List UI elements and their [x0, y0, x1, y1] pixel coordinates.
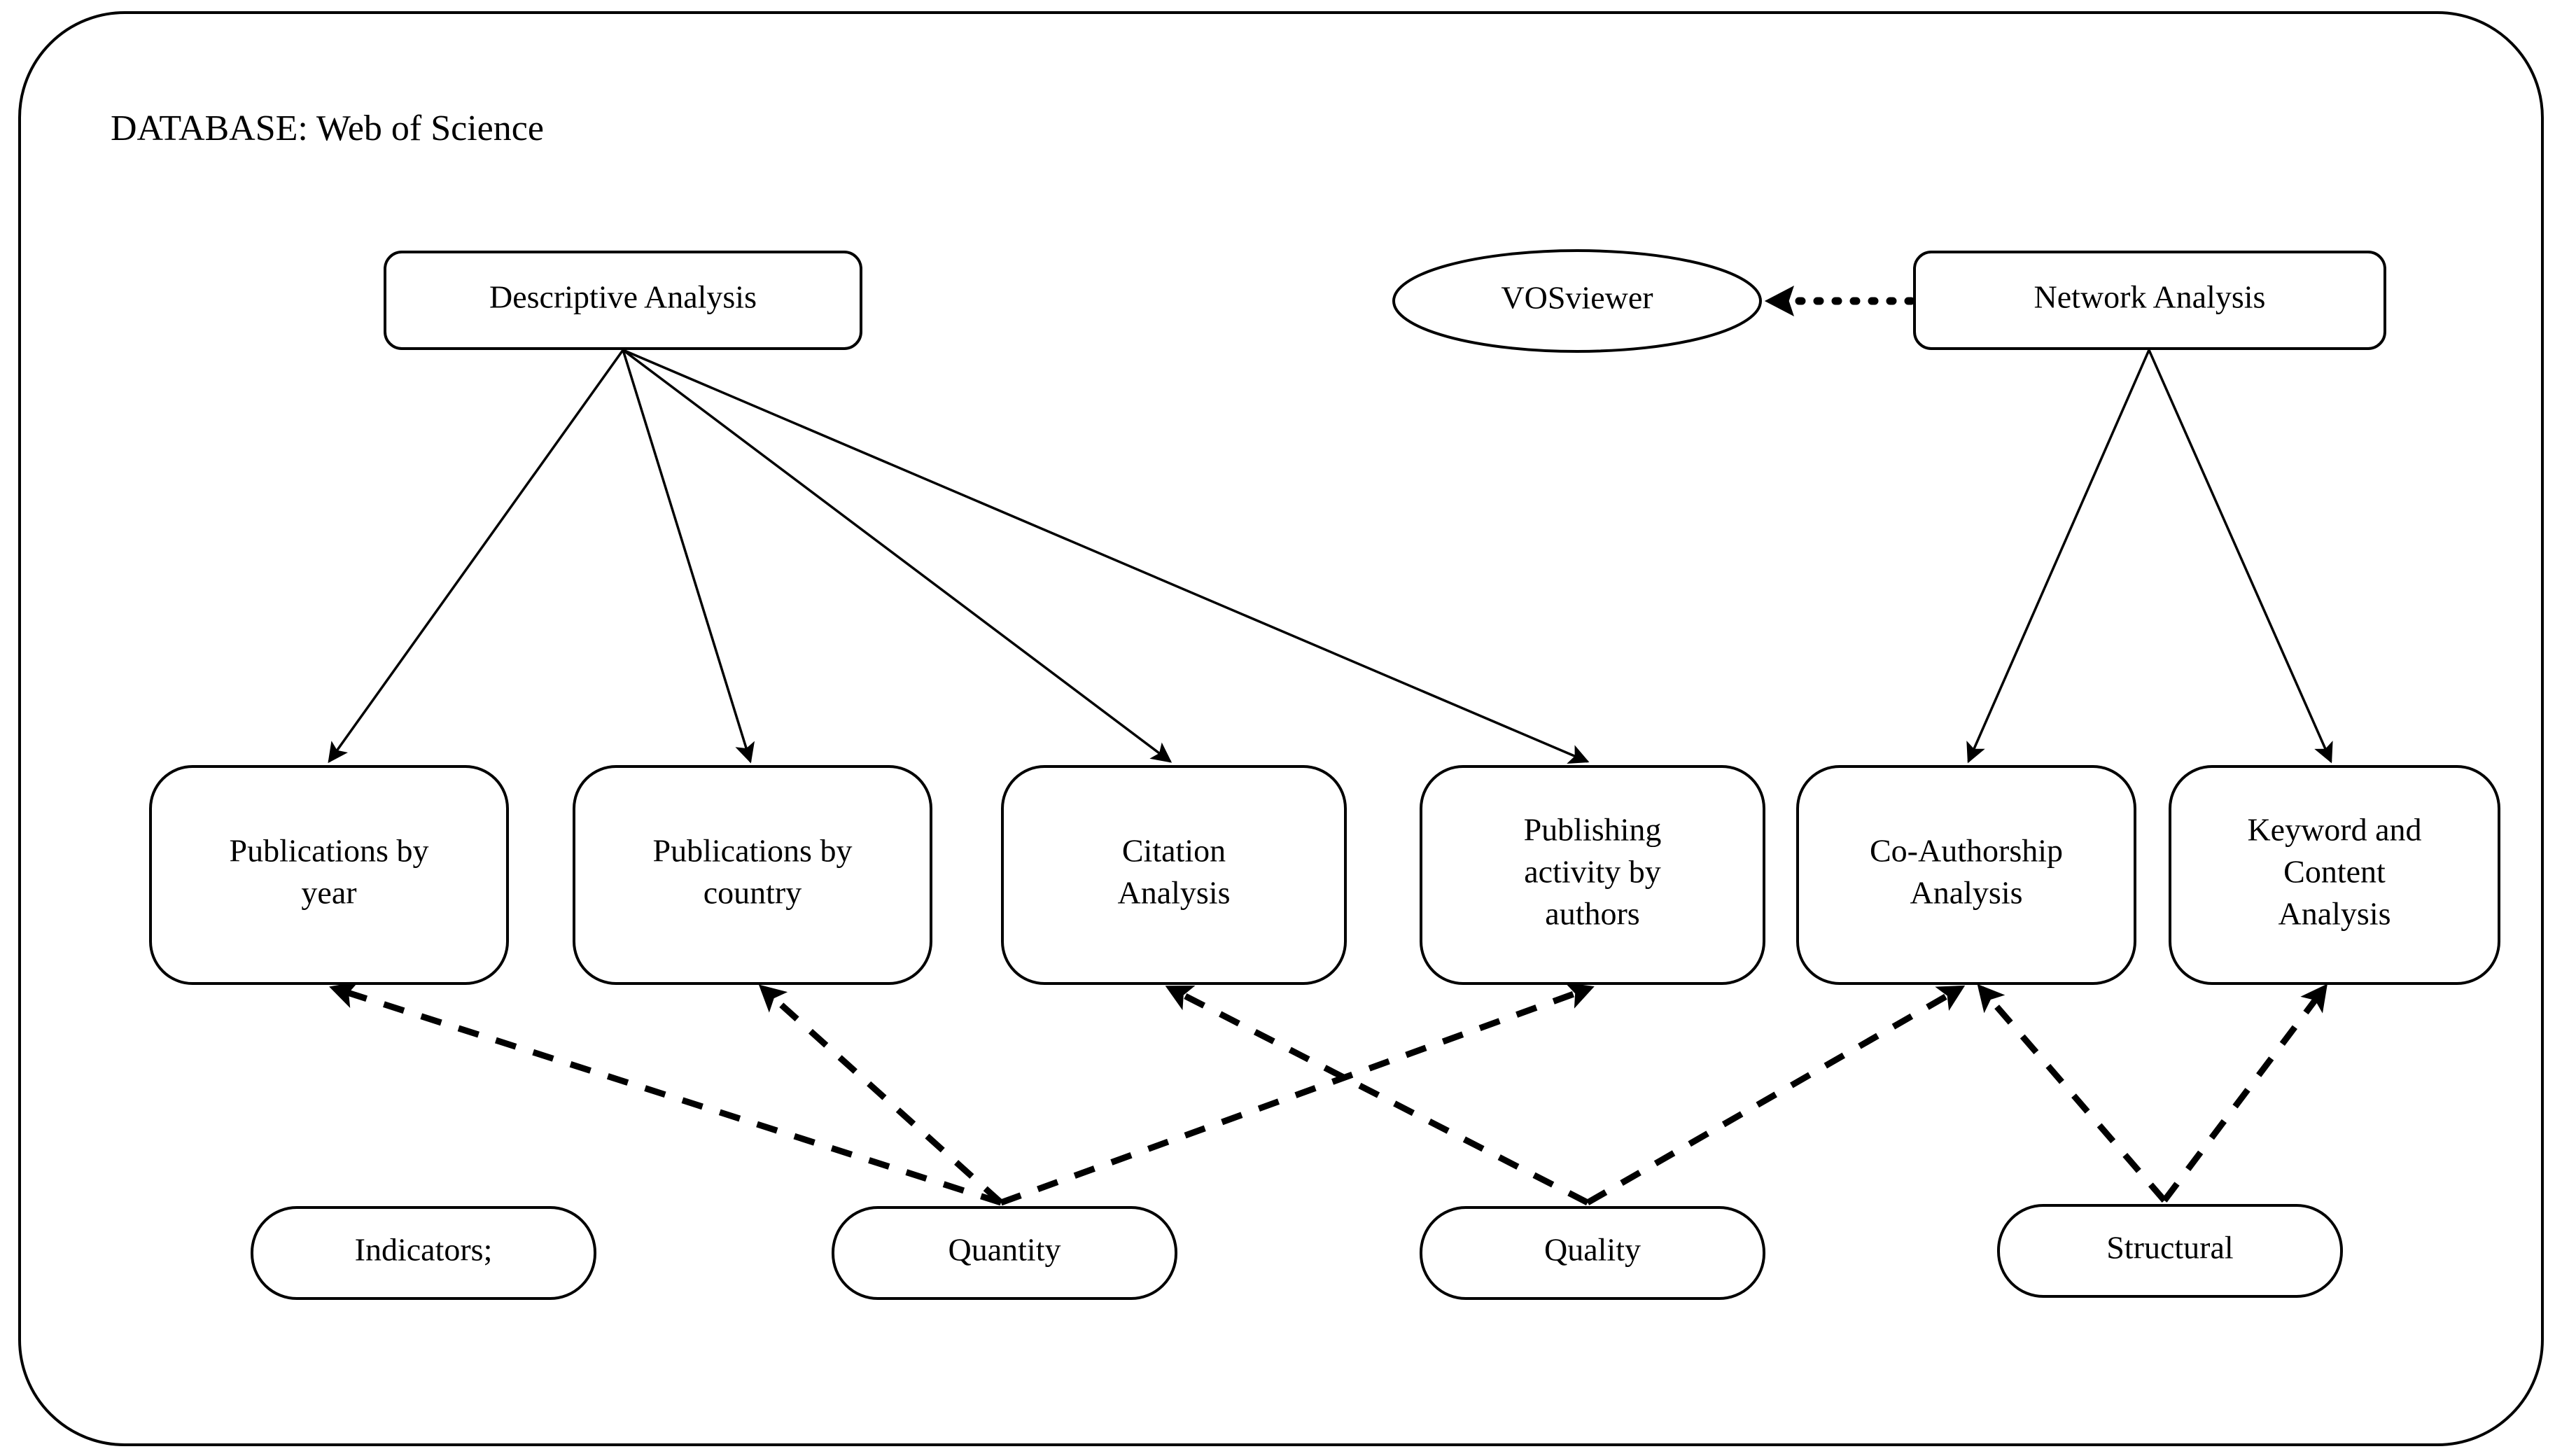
node-label-publishing-activity-by-authors: Publishing — [1524, 812, 1662, 848]
edge-net-to-coauthor — [1966, 349, 2150, 764]
node-shape-vosviewer — [1392, 249, 1762, 353]
edge-desc-to-pubyear — [328, 349, 624, 764]
node-label-indicators: Indicators; — [355, 1232, 493, 1268]
edge-layer — [328, 286, 2333, 1206]
node-label-co-authorship-analysis: Co-Authorship — [1870, 833, 2063, 869]
node-descriptive-analysis[interactable]: Descriptive Analysis — [384, 251, 862, 350]
node-shape-publications-by-year — [149, 765, 509, 985]
edge-quantity-to-publishing — [1000, 982, 1595, 1206]
node-quality[interactable]: Quality — [1420, 1206, 1765, 1300]
node-shape-citation-analysis — [1001, 765, 1347, 985]
node-structural[interactable]: Structural — [1997, 1204, 2343, 1298]
node-label-citation-analysis: Analysis — [1118, 875, 1231, 911]
node-shape-network-analysis — [1913, 251, 2386, 350]
edge-desc-to-citation — [622, 349, 1172, 763]
node-quantity[interactable]: Quantity — [832, 1206, 1177, 1300]
node-label-co-authorship-analysis: Analysis — [1910, 875, 2023, 911]
node-label-network-analysis: Network Analysis — [2034, 279, 2266, 315]
node-label-publications-by-country: Publications by — [653, 833, 853, 869]
node-publications-by-country[interactable]: Publications by country — [573, 765, 932, 985]
container-title-layer: DATABASE: Web of Science — [111, 108, 544, 148]
node-vosviewer[interactable]: VOSviewer — [1392, 249, 1762, 353]
node-label-citation-analysis: Citation — [1122, 833, 1226, 869]
node-label-structural: Structural — [2106, 1230, 2233, 1266]
edge-structural-to-keyword — [2162, 983, 2328, 1203]
node-label-quality: Quality — [1544, 1232, 1641, 1268]
node-label-vosviewer: VOSviewer — [1501, 280, 1653, 316]
edge-net-to-keyword — [2148, 349, 2333, 764]
node-shape-structural — [1997, 1204, 2343, 1298]
edge-structural-to-coauthor — [1977, 983, 2167, 1203]
node-shape-descriptive-analysis — [384, 251, 862, 350]
node-layer: Descriptive Analysis VOSviewer Network Ana… — [149, 249, 2500, 1300]
node-shape-quality — [1420, 1206, 1765, 1300]
node-shape-publishing-activity-by-authors — [1420, 765, 1765, 985]
node-label-quantity: Quantity — [948, 1232, 1061, 1268]
node-label-descriptive-analysis: Descriptive Analysis — [489, 279, 757, 315]
edge-desc-to-pubcountry — [622, 349, 755, 764]
node-shape-co-authorship-analysis — [1796, 765, 2136, 985]
node-label-keyword-and-content-analysis: Analysis — [2278, 896, 2391, 932]
node-label-publishing-activity-by-authors: activity by — [1524, 854, 1660, 890]
node-label-keyword-and-content-analysis: Content — [2283, 854, 2386, 890]
node-shape-keyword-and-content-analysis — [2169, 765, 2500, 985]
database-title: DATABASE: Web of Science — [111, 108, 544, 148]
node-publishing-activity-by-authors[interactable]: Publishing activity by authors — [1420, 765, 1765, 985]
node-label-publications-by-year: year — [301, 875, 356, 911]
edge-quantity-to-pubcountry — [758, 984, 1004, 1205]
node-label-publishing-activity-by-authors: authors — [1545, 896, 1639, 932]
node-shape-publications-by-country — [573, 765, 932, 985]
node-label-keyword-and-content-analysis: Keyword and — [2247, 812, 2421, 848]
node-shape-indicators — [251, 1206, 596, 1300]
node-publications-by-year[interactable]: Publications by year — [149, 765, 509, 985]
node-label-publications-by-year: Publications by — [230, 833, 429, 869]
edge-desc-to-publishing — [622, 349, 1590, 764]
node-network-analysis[interactable]: Network Analysis — [1913, 251, 2386, 350]
node-label-publications-by-country: country — [704, 875, 802, 911]
node-indicators[interactable]: Indicators; — [251, 1206, 596, 1300]
edge-quality-to-coauthor — [1586, 985, 1966, 1205]
node-shape-quantity — [832, 1206, 1177, 1300]
